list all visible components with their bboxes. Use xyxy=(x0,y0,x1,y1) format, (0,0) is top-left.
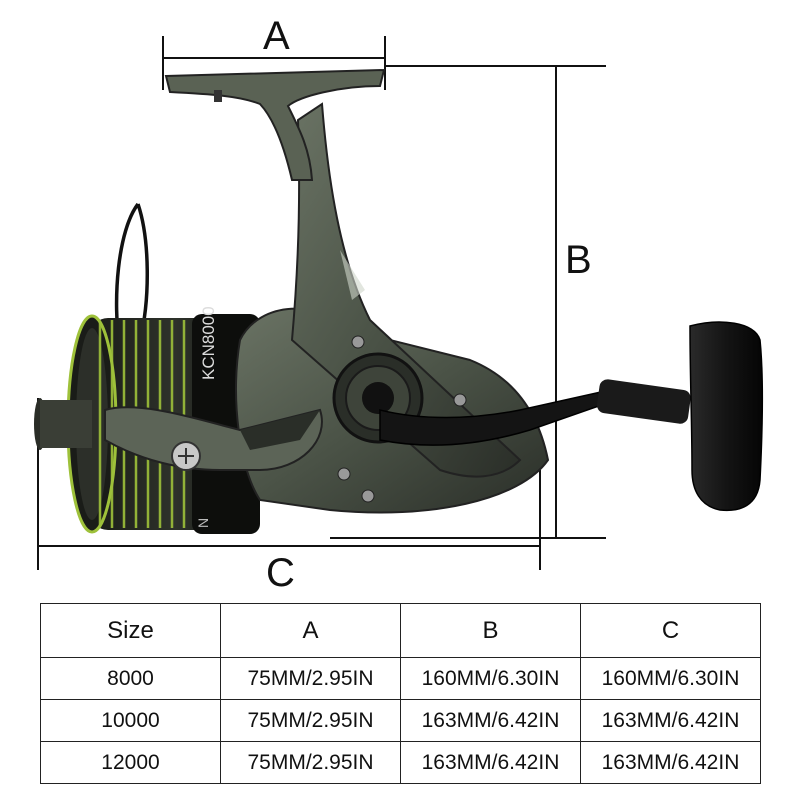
cell-size: 10000 xyxy=(40,699,221,742)
reel-handle xyxy=(379,321,764,512)
size-spec-table: Size A B C 8000 75MM/2.95IN 160MM/6.30IN… xyxy=(40,603,761,784)
header-size: Size xyxy=(40,603,221,658)
dimension-b-label: B xyxy=(565,238,592,282)
header-b: B xyxy=(400,603,581,658)
dimension-a xyxy=(162,36,386,90)
table-row: 12000 75MM/2.95IN 163MM/6.42IN 163MM/6.4… xyxy=(40,741,761,784)
cell-b: 160MM/6.30IN xyxy=(400,657,581,700)
cell-b: 163MM/6.42IN xyxy=(400,699,581,742)
table-header-row: Size A B C xyxy=(40,603,761,658)
cell-c: 160MM/6.30IN xyxy=(580,657,761,700)
spool-mark-text: N xyxy=(195,518,211,528)
table-row: 10000 75MM/2.95IN 163MM/6.42IN 163MM/6.4… xyxy=(40,699,761,742)
reel-diagram: KCN8000 N xyxy=(34,36,764,570)
handle-knob xyxy=(689,321,764,512)
header-c: C xyxy=(580,603,761,658)
reel-body xyxy=(104,68,550,514)
header-a: A xyxy=(220,603,401,658)
spool-model-text: KCN8000 xyxy=(199,306,218,380)
cell-c: 163MM/6.42IN xyxy=(580,699,761,742)
cell-size: 8000 xyxy=(40,657,221,700)
dimension-c-label: C xyxy=(266,551,295,595)
table-row: 8000 75MM/2.95IN 160MM/6.30IN 160MM/6.30… xyxy=(40,657,761,700)
cell-b: 163MM/6.42IN xyxy=(400,741,581,784)
reel-foot xyxy=(164,68,386,181)
cell-size: 12000 xyxy=(40,741,221,784)
cell-a: 75MM/2.95IN xyxy=(220,657,401,700)
dimension-a-label: A xyxy=(263,14,290,58)
dimension-b xyxy=(330,65,606,539)
cell-a: 75MM/2.95IN xyxy=(220,699,401,742)
cell-c: 163MM/6.42IN xyxy=(580,741,761,784)
cell-a: 75MM/2.95IN xyxy=(220,741,401,784)
